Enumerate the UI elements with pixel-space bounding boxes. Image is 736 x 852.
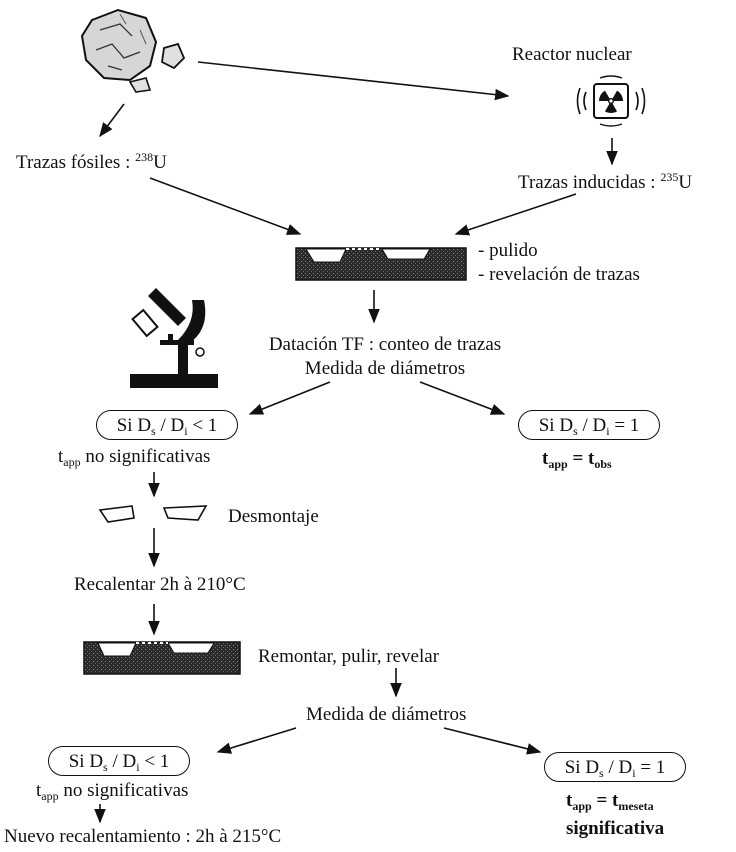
arrow-to-lt1 [248,381,331,415]
condition-pill-eq-2: Si Ds / Di = 1 [544,752,686,782]
induced-tracks-label: Trazas inducidas : 235U [518,170,693,193]
flow-arrows [94,61,618,824]
remontar-label: Remontar, pulir, revelar [258,646,440,667]
arrow-rock-to-fossil [99,103,125,138]
datacion-label: Datación TF : conteo de trazas [268,334,502,355]
condition-pill-eq-1: Si Ds / Di = 1 [518,410,660,440]
reactor-label: Reactor nuclear [512,44,632,65]
result-significativa: significativa [566,818,665,839]
step-revelacion: - revelación de trazas [478,264,640,285]
arrow-induced-to-mount [454,193,577,236]
radiation-icon [576,75,646,127]
mounted-sample-icon [83,641,241,675]
rock-sample-icon [80,8,186,93]
medida-label-1: Medida de diámetros [304,358,466,379]
medida-label-2: Medida de diámetros [306,704,467,725]
arrow-to-lt2 [216,727,297,754]
crystal-fragments-icon [98,505,208,523]
arrow-to-eq1 [419,381,506,415]
result-tmeseta: tapp = tmeseta [566,790,654,813]
step-pulido: - pulido [478,240,538,261]
condition-pill-lt-2: Si Ds / Di < 1 [48,746,190,776]
arrow-to-eq2 [443,727,542,755]
desmontaje-label: Desmontaje [228,506,319,527]
condition-pill-lt-1: Si Ds / Di < 1 [96,410,238,440]
fossil-tracks-label: Trazas fósiles : 238U [16,150,167,173]
mounted-sample-icon [295,247,467,281]
result-tobs: tapp = tobs [542,448,612,471]
recalentar-label: Recalentar 2h à 210°C [74,574,246,595]
microscope-icon [130,288,218,388]
result-no-signif-2: tapp no significativas [36,780,189,803]
result-no-signif-1: tapp no significativas [58,446,211,469]
nuevo-recalentamiento-label: Nuevo recalentamiento : 2h à 215°C [4,826,282,847]
arrow-fossil-to-mount [149,177,302,235]
arrow-rock-to-reactor [197,61,510,101]
